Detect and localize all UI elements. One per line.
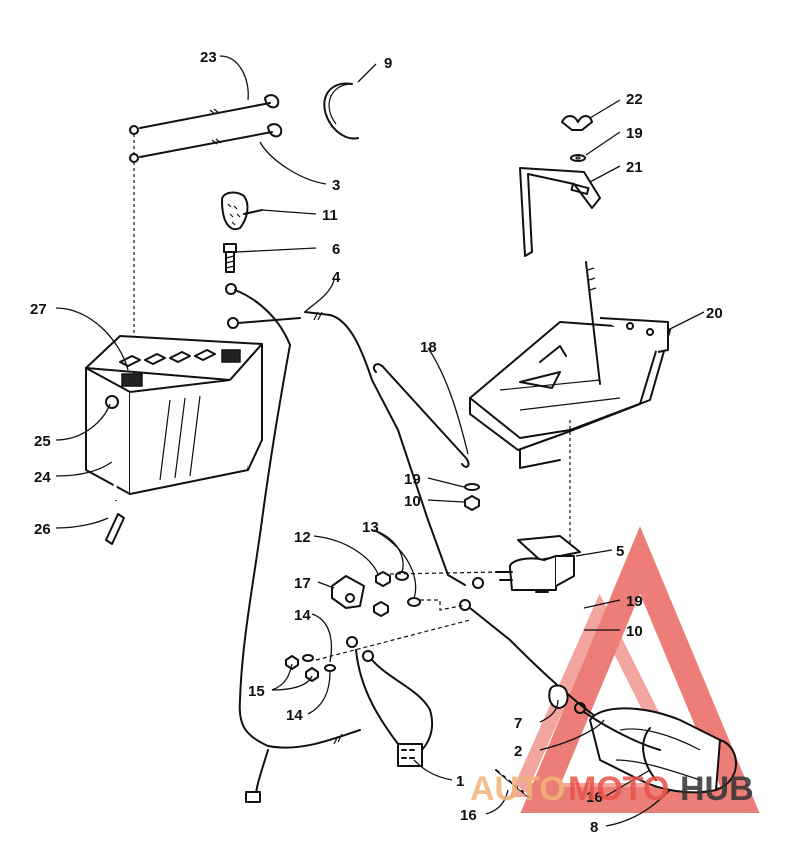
callout-7: 7 [514,715,522,732]
callout-3: 3 [332,177,340,194]
vent-tube-26 [105,513,125,545]
wing-nut-22 [561,115,593,131]
nut-12-upper [375,571,391,587]
vent-tube-24 [108,403,118,501]
callout-4: 4 [332,269,341,286]
callout-9: 9 [384,55,392,72]
battery-cable-4 [225,283,466,701]
nut-10-mid [464,495,480,511]
starter-motor-8 [589,707,737,794]
callout-16-b: 16 [586,789,603,806]
callout-25: 25 [34,433,51,450]
battery-tray-20 [469,261,671,469]
washer-13-lower [407,597,421,607]
callout-16-a: 16 [460,807,477,824]
callout-8: 8 [590,819,598,836]
callout-20: 20 [706,305,723,322]
bolt-6 [223,243,237,273]
callout-15: 15 [248,683,265,700]
washer-19-mid [464,483,480,491]
callout-21: 21 [626,159,643,176]
watermark-hub: HUB [680,770,754,808]
battery-27 [85,335,263,495]
callout-27: 27 [30,301,47,318]
callout-5: 5 [616,543,624,560]
callout-18: 18 [420,339,437,356]
washer-19-top [570,154,586,162]
cable-tie-16-a [495,769,531,799]
callout-24: 24 [34,469,51,486]
callout-19: 19 [626,125,643,142]
callout-19-low: 19 [626,593,643,610]
callout-1: 1 [456,773,464,790]
washer-14-b [324,664,336,672]
callout-17: 17 [294,575,311,592]
callout-2: 2 [514,743,522,760]
battery-strap-9 [323,82,359,140]
cable-2 [574,702,661,751]
hold-down-bracket-21 [519,167,601,257]
watermark-moto: MOTO [568,770,669,808]
solenoid-5 [495,535,581,593]
leader-lines [55,55,705,827]
callout-26: 26 [34,521,51,538]
callout-19-mid: 19 [404,471,421,488]
nut-15-b [305,667,319,682]
callout-22: 22 [626,91,643,108]
callout-11: 11 [322,207,338,224]
washer-14-a [302,654,314,662]
terminal-boot-7 [548,684,569,709]
callout-6: 6 [332,241,340,258]
nut-15-a [285,655,299,670]
callout-13: 13 [362,519,379,536]
rod-18 [372,363,470,468]
terminal-boot-11 [221,191,263,231]
callout-12: 12 [294,529,311,546]
wiring-harness-1 [238,649,434,803]
callout-14-a: 14 [294,607,311,624]
callout-10-mid: 10 [404,493,421,510]
callout-14-b: 14 [286,707,303,724]
nut-12-lower [373,601,389,617]
cable-tie-16-b [642,727,657,781]
elbow-25 [105,395,119,409]
callout-10-low: 10 [626,623,643,640]
watermark-text: AUTO MOTO HUB [470,770,754,808]
battery-cable-3 [129,123,283,163]
watermark-auto: AUTO [470,770,566,808]
relay-17 [331,575,365,609]
battery-cable-23 [129,94,280,135]
callout-23: 23 [200,49,217,66]
